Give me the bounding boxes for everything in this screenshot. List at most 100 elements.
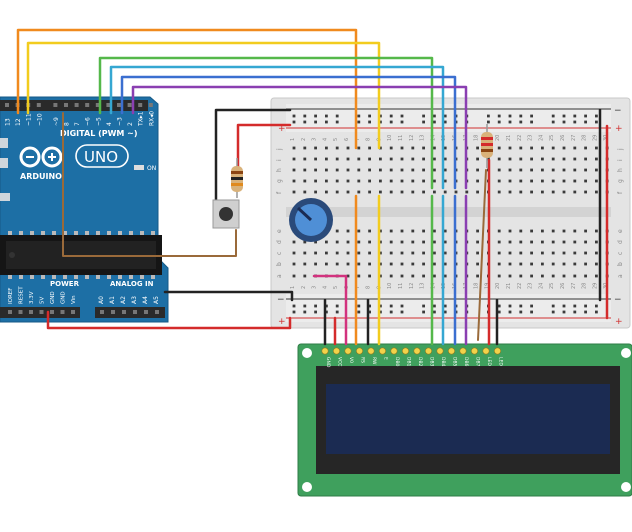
breadboard-hole[interactable] xyxy=(508,157,512,161)
breadboard-hole[interactable] xyxy=(292,251,296,255)
rail-hole[interactable] xyxy=(443,120,447,124)
breadboard-hole[interactable] xyxy=(346,229,350,233)
power-pin[interactable] xyxy=(18,310,23,314)
rail-hole[interactable] xyxy=(314,304,317,308)
breadboard-hole[interactable] xyxy=(508,146,512,150)
breadboard-hole[interactable] xyxy=(573,229,577,233)
breadboard-hole[interactable] xyxy=(551,157,555,161)
breadboard-hole[interactable] xyxy=(389,168,393,172)
breadboard-hole[interactable] xyxy=(433,157,436,161)
breadboard-hole[interactable] xyxy=(551,168,555,172)
rail-hole[interactable] xyxy=(508,304,512,308)
breadboard-hole[interactable] xyxy=(541,262,544,266)
breadboard-hole[interactable] xyxy=(497,168,501,172)
breadboard-hole[interactable] xyxy=(562,229,566,233)
breadboard-hole[interactable] xyxy=(368,251,371,255)
breadboard-hole[interactable] xyxy=(346,179,350,183)
breadboard-hole[interactable] xyxy=(292,240,296,244)
breadboard-hole[interactable] xyxy=(584,274,587,278)
breadboard-hole[interactable] xyxy=(368,229,371,233)
digital-pin[interactable] xyxy=(53,103,58,107)
rail-hole[interactable] xyxy=(325,304,328,308)
breadboard-hole[interactable] xyxy=(422,229,425,233)
breadboard-hole[interactable] xyxy=(454,190,458,194)
rail-hole[interactable] xyxy=(551,310,555,314)
rail-hole[interactable] xyxy=(422,310,425,314)
breadboard-hole[interactable] xyxy=(584,157,587,161)
rail-hole[interactable] xyxy=(292,114,296,118)
rail-hole[interactable] xyxy=(508,120,512,124)
breadboard-hole[interactable] xyxy=(476,157,479,161)
breadboard-hole[interactable] xyxy=(303,157,307,161)
rail-hole[interactable] xyxy=(368,120,371,124)
breadboard-hole[interactable] xyxy=(519,157,523,161)
breadboard-hole[interactable] xyxy=(541,251,544,255)
breadboard-hole[interactable] xyxy=(497,179,501,183)
rail-hole[interactable] xyxy=(595,310,598,314)
potentiometer[interactable] xyxy=(289,198,333,242)
breadboard-hole[interactable] xyxy=(443,157,447,161)
rail-hole[interactable] xyxy=(314,114,317,118)
breadboard-hole[interactable] xyxy=(541,146,544,150)
breadboard-hole[interactable] xyxy=(562,274,566,278)
lcd-pin[interactable] xyxy=(344,347,352,355)
breadboard-hole[interactable] xyxy=(422,179,425,183)
power-pin[interactable] xyxy=(50,310,54,314)
rail-hole[interactable] xyxy=(368,114,371,118)
wire-brown[interactable] xyxy=(62,112,237,257)
rail-hole[interactable] xyxy=(530,114,533,118)
breadboard-hole[interactable] xyxy=(595,179,598,183)
breadboard-hole[interactable] xyxy=(346,146,350,150)
breadboard-hole[interactable] xyxy=(379,229,382,233)
breadboard-hole[interactable] xyxy=(562,179,566,183)
breadboard-hole[interactable] xyxy=(379,179,382,183)
lcd-pin[interactable] xyxy=(332,347,340,355)
breadboard-hole[interactable] xyxy=(379,262,382,266)
breadboard-hole[interactable] xyxy=(325,146,328,150)
power-pin[interactable] xyxy=(60,310,65,314)
breadboard-hole[interactable] xyxy=(497,274,501,278)
rail-hole[interactable] xyxy=(584,304,587,308)
breadboard-hole[interactable] xyxy=(519,190,523,194)
breadboard-hole[interactable] xyxy=(335,240,339,244)
digital-pin[interactable] xyxy=(127,103,132,107)
breadboard-hole[interactable] xyxy=(303,240,307,244)
wire-black[interactable] xyxy=(163,290,294,302)
breadboard-hole[interactable] xyxy=(573,190,577,194)
breadboard-hole[interactable] xyxy=(411,190,415,194)
breadboard-hole[interactable] xyxy=(508,251,512,255)
rail-hole[interactable] xyxy=(551,120,555,124)
breadboard-hole[interactable] xyxy=(584,229,587,233)
breadboard-hole[interactable] xyxy=(411,229,415,233)
breadboard-hole[interactable] xyxy=(541,229,544,233)
rail-hole[interactable] xyxy=(573,114,577,118)
breadboard-hole[interactable] xyxy=(379,157,382,161)
rail-hole[interactable] xyxy=(584,120,587,124)
breadboard-hole[interactable] xyxy=(325,179,328,183)
analog-pin[interactable] xyxy=(133,310,137,314)
breadboard-hole[interactable] xyxy=(346,251,350,255)
rail-hole[interactable] xyxy=(551,114,555,118)
rail-hole[interactable] xyxy=(584,114,587,118)
breadboard-hole[interactable] xyxy=(335,146,339,150)
breadboard-hole[interactable] xyxy=(368,146,371,150)
rail-hole[interactable] xyxy=(562,120,566,124)
breadboard-hole[interactable] xyxy=(433,146,436,150)
breadboard-hole[interactable] xyxy=(562,251,566,255)
rail-hole[interactable] xyxy=(303,310,307,314)
breadboard-hole[interactable] xyxy=(433,229,436,233)
rail-hole[interactable] xyxy=(422,120,425,124)
analog-pin[interactable] xyxy=(144,310,148,314)
rail-hole[interactable] xyxy=(573,310,577,314)
lcd-pin[interactable] xyxy=(447,347,455,355)
pushbutton[interactable] xyxy=(212,199,240,229)
breadboard-hole[interactable] xyxy=(357,229,361,233)
breadboard-hole[interactable] xyxy=(411,240,415,244)
breadboard-hole[interactable] xyxy=(335,262,339,266)
breadboard-hole[interactable] xyxy=(400,179,404,183)
breadboard-hole[interactable] xyxy=(530,240,533,244)
rail-hole[interactable] xyxy=(357,120,361,124)
breadboard-hole[interactable] xyxy=(292,157,296,161)
breadboard-hole[interactable] xyxy=(411,262,415,266)
lcd-pin-header[interactable] xyxy=(321,347,501,355)
